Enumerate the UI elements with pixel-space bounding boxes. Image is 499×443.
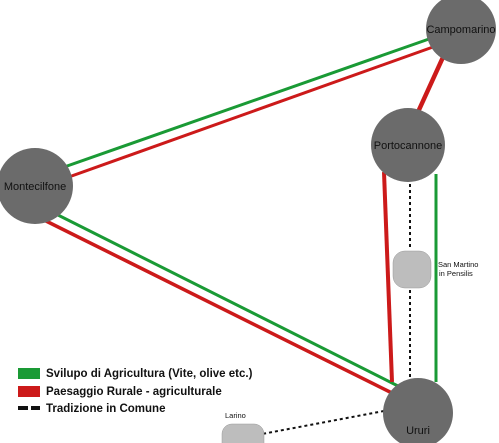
- node-montecilfone-label: Montecilfone: [4, 181, 66, 193]
- link-campomarino-portocannone-landscape: [415, 54, 447, 113]
- legend-label-agriculture: Svilupo di Agricultura (Vite, olive etc.…: [46, 368, 253, 380]
- link-ururi-larino-tradition: [261, 410, 385, 435]
- link-portocannone-ururi-landscape: [382, 171, 394, 383]
- legend-label-landscape: Paesaggio Rurale - agriculturale: [46, 386, 222, 398]
- node-san-martino: San Martino in Pensilis: [392, 250, 478, 289]
- node-ururi-label: Ururi: [406, 425, 430, 437]
- node-portocannone: Portocannone: [371, 108, 445, 182]
- legend: Svilupo di Agricultura (Vite, olive etc.…: [18, 368, 253, 415]
- link-montecilfone-ururi-agriculture: [47, 208, 399, 388]
- node-larino: Larino: [221, 411, 265, 443]
- node-campomarino: Campomarino: [426, 0, 496, 64]
- legend-swatch-agriculture: [18, 368, 40, 379]
- node-campomarino-label: Campomarino: [426, 24, 495, 36]
- legend-swatch-tradition: [18, 406, 40, 410]
- link-montecilfone-campomarino-landscape: [51, 45, 434, 185]
- node-larino-label: Larino: [225, 411, 246, 420]
- legend-label-tradition: Tradizione in Comune: [46, 403, 165, 415]
- node-ururi: Ururi: [383, 378, 453, 443]
- node-montecilfone: Montecilfone: [0, 148, 73, 224]
- link-montecilfone-campomarino-agriculture: [49, 37, 430, 174]
- node-san-martino-label-line1: San Martino: [438, 260, 478, 269]
- connections: [43, 37, 447, 435]
- node-san-martino-label-line2: in Pensilis: [439, 269, 473, 278]
- legend-swatch-landscape: [18, 386, 40, 397]
- link-montecilfone-ururi-landscape: [43, 218, 395, 396]
- node-portocannone-label: Portocannone: [374, 140, 443, 152]
